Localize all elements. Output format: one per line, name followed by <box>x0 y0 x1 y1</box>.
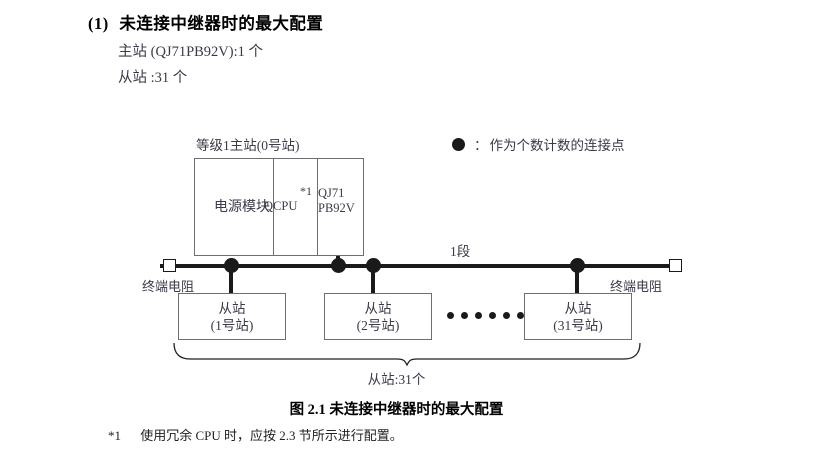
figure-caption: 图 2.1 未连接中继器时的最大配置 <box>289 402 504 418</box>
slave-31-line2: (31号站) <box>553 317 603 333</box>
slave1-drop-line <box>229 265 233 294</box>
master-rack-title: 等级1主站(0号站) <box>196 138 300 153</box>
figure-caption-wrap: 图 2.1 未连接中继器时的最大配置 <box>0 398 821 419</box>
footnote-mark: *1 <box>108 428 121 443</box>
ellipsis-dot <box>489 312 496 319</box>
slave-1-line2: (1号站) <box>210 317 254 333</box>
section-line-slave: 从站 :31 个 <box>118 70 188 86</box>
section-line-master: 主站 (QJ71PB92V):1 个 <box>118 44 264 60</box>
brace-label-wrap: 从站:31个 <box>0 368 821 388</box>
slave31-drop-line <box>575 265 579 294</box>
footnote-text: 使用冗余 CPU 时，应按 2.3 节所示进行配置。 <box>140 428 403 443</box>
slave-1-line1: 从站 <box>218 300 246 316</box>
qcpu-footnote-mark: *1 <box>300 184 312 198</box>
segment-label: 1段 <box>450 244 471 259</box>
slave-2-line1: 从站 <box>364 300 392 316</box>
rack-divider-2 <box>317 159 318 255</box>
terminator-left-label: 终端电阻 <box>142 279 195 294</box>
qj71pb92v-label-line2: PB92V <box>318 201 355 215</box>
connection-node-master <box>331 258 346 273</box>
ellipsis-dot <box>447 312 454 319</box>
slave-count-label: 从站:31个 <box>367 372 426 387</box>
qcpu-module-label: QCPU <box>264 199 298 213</box>
ellipsis-dots <box>447 312 524 319</box>
terminator-left-icon <box>163 259 176 272</box>
slave-count-brace <box>173 342 641 366</box>
bus-trunk-line <box>160 264 682 268</box>
slave-station-box-31: 从站 (31号站) <box>524 293 632 340</box>
ellipsis-dot <box>517 312 524 319</box>
ellipsis-dot <box>461 312 468 319</box>
terminator-right-label: 终端电阻 <box>610 279 663 294</box>
legend: ： 作为个数计数的连接点 <box>452 134 625 154</box>
qj71pb92v-label-line1: QJ71 <box>318 186 345 200</box>
section-heading: (1) 未连接中继器时的最大配置 <box>88 10 323 34</box>
ellipsis-dot <box>475 312 482 319</box>
section-title: 未连接中继器时的最大配置 <box>119 14 324 33</box>
rack-divider-1 <box>273 159 274 255</box>
section-number: (1) <box>88 14 109 33</box>
filled-circle-icon <box>452 137 465 151</box>
terminator-right-icon <box>669 259 682 272</box>
slave-31-line1: 从站 <box>564 300 592 316</box>
legend-text: 作为个数计数的连接点 <box>489 138 625 153</box>
qj71pb92v-module-label: QJ71 PB92V <box>318 186 355 216</box>
legend-separator: ： <box>474 138 488 153</box>
footnote: *1 使用冗余 CPU 时，应按 2.3 节所示进行配置。 <box>108 425 403 444</box>
slave-station-box-1: 从站 (1号站) <box>178 293 286 340</box>
ellipsis-dot <box>503 312 510 319</box>
slave-station-box-2: 从站 (2号站) <box>324 293 432 340</box>
master-rack-box <box>194 158 364 256</box>
power-supply-module-label: 电源模块 <box>214 200 270 215</box>
slave2-drop-line <box>371 265 375 294</box>
slave-2-line2: (2号站) <box>356 317 400 333</box>
